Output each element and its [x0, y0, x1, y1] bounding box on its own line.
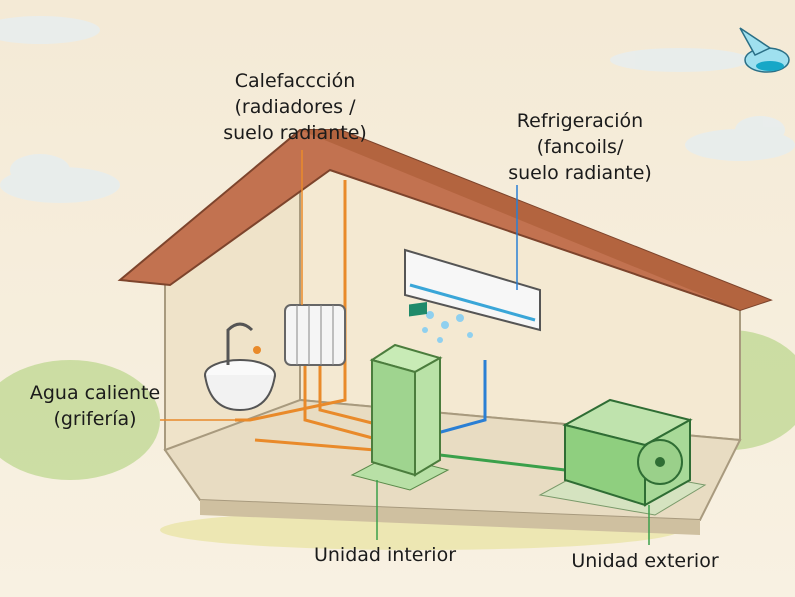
label-cooling: Refrigeración (fancoils/ suelo radiante)	[508, 110, 652, 184]
outdoor-unit	[538, 398, 707, 516]
cold-pipe	[429, 360, 487, 437]
clouds	[0, 16, 795, 203]
label-hot-water: Agua caliente (grifería)	[29, 382, 161, 430]
sink	[204, 322, 276, 412]
bird-icon	[739, 27, 790, 73]
label-outdoor-unit: Unidad exterior	[571, 550, 719, 572]
refrigerant-pipe	[439, 453, 566, 472]
indoor-unit	[350, 301, 450, 491]
label-heating: Calefaccción (radiadores / suelo radiant…	[223, 70, 367, 144]
cold-air-drops	[422, 311, 473, 343]
label-indoor-unit: Unidad interior	[313, 544, 457, 566]
hot-pipes	[235, 180, 381, 452]
wall-ac-unit	[404, 248, 541, 332]
radiator	[284, 304, 346, 366]
